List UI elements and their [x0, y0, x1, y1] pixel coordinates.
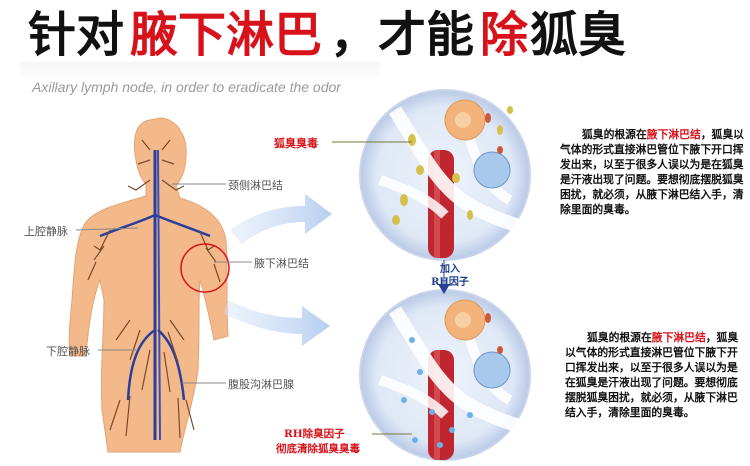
headline-part-3: ，才能	[330, 7, 475, 63]
rh-factor-badge: 加入 RH因子	[428, 263, 472, 289]
middle-arrow-head	[438, 284, 450, 294]
top-description: 狐臭的根源在腋下淋巴结，狐臭以气体的形式直接淋巴管位下腋下开口挥发出来，以至于很…	[560, 127, 746, 217]
bottom-callout-line-2: 彻底清除狐臭臭毒	[276, 443, 360, 455]
body-leader-lines	[75, 183, 252, 384]
headline: 针对 腋下淋巴 ，才能 除 狐臭	[0, 2, 750, 68]
headline-part-5: 狐臭	[530, 7, 627, 63]
arrow-to-top-panel	[230, 194, 332, 244]
top-description-highlight: 腋下淋巴结	[646, 128, 701, 141]
top-description-post: ，狐臭以气体的形式直接淋巴管位下腋下开口挥发出来，以至于很多人误以为是在狐臭是汗…	[560, 128, 744, 216]
arrow-to-bottom-panel	[224, 300, 330, 346]
bottom-description-pre: 狐臭的根源在	[587, 331, 652, 344]
bottom-description-post: ，狐臭以气体的形式直接淋巴管位下腋下开口挥发出来，以至于很多人误以为是在狐臭是汗…	[565, 331, 739, 419]
rh-badge-line-1: 加入	[440, 264, 460, 275]
top-magnified-circle	[359, 89, 531, 261]
top-callout-label: 狐臭臭毒	[274, 137, 318, 150]
headline-part-1: 针对	[28, 7, 125, 63]
bottom-description-highlight: 腋下淋巴结	[651, 331, 706, 344]
bottom-description: 狐臭的根源在腋下淋巴结，狐臭以气体的形式直接淋巴管位下腋下开口挥发出来，以至于很…	[565, 330, 747, 420]
rh-badge-line-2: RH因子	[431, 277, 469, 288]
bottom-callout-label: RH除臭因子 彻底清除狐臭臭毒	[276, 427, 360, 457]
headline-part-2: 腋下淋巴	[130, 7, 323, 63]
title-reflection	[20, 62, 380, 82]
subtitle-english: Axillary lymph node, in order to eradica…	[32, 79, 341, 95]
label-lower-vena-cava: 下腔静脉	[46, 345, 90, 358]
bottom-magnified-circle	[359, 289, 531, 461]
label-neck-lymph: 颈侧淋巴结	[228, 179, 283, 192]
headline-part-4: 除	[480, 7, 529, 63]
label-axillary-lymph: 腋下淋巴结	[254, 257, 309, 270]
body-figure	[68, 117, 230, 453]
top-description-pre: 狐臭的根源在	[582, 128, 647, 141]
bottom-callout-line-1: RH除臭因子	[284, 428, 345, 440]
label-groin-lymph: 腹股沟淋巴腺	[228, 378, 294, 391]
label-upper-vena-cava: 上腔静脉	[24, 225, 68, 238]
